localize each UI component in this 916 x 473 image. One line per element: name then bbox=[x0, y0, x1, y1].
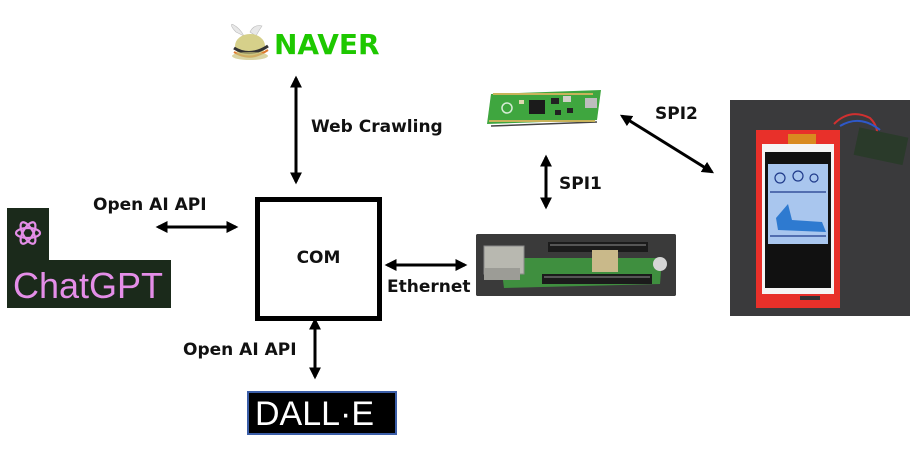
dalle-wordmark: DALL·E 2 bbox=[255, 395, 375, 472]
edge-label-openai-chatgpt: Open AI API bbox=[93, 195, 207, 215]
naver-wordmark: NAVER bbox=[274, 28, 380, 61]
naver-hat-icon bbox=[231, 24, 269, 60]
chatgpt-wordmark: ChatGPT bbox=[13, 265, 164, 306]
dalle-logo: DALL·E 2 bbox=[247, 391, 397, 472]
ethernet-board-image bbox=[476, 234, 676, 296]
edge-label-openai-dalle: Open AI API bbox=[183, 340, 297, 360]
com-label: COM bbox=[296, 248, 341, 268]
openai-flower-icon bbox=[14, 221, 42, 245]
edge-label-spi1: SPI1 bbox=[559, 174, 602, 194]
edge-label-ethernet: Ethernet bbox=[387, 277, 471, 297]
chatgpt-logo: ChatGPT bbox=[7, 208, 171, 308]
edge-label-web-crawling: Web Crawling bbox=[311, 117, 443, 137]
edge-label-spi2: SPI2 bbox=[655, 104, 698, 124]
raspberry-pi-pico-image bbox=[487, 90, 601, 127]
lcd-display-image bbox=[730, 100, 910, 316]
connection-arrows bbox=[155, 75, 715, 380]
naver-logo: NAVER bbox=[226, 24, 396, 64]
arrow-spi2 bbox=[619, 114, 715, 174]
com-node: COM bbox=[255, 197, 382, 321]
